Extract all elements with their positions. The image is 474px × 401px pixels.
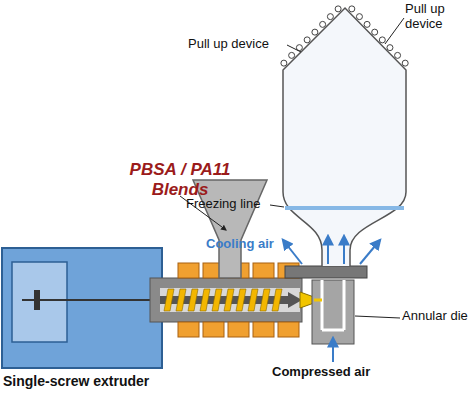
screw-flight: [236, 289, 246, 311]
flow-label: Compressed air: [272, 365, 392, 380]
part-label: Freezing line: [186, 197, 270, 212]
melt-path: [314, 299, 322, 302]
leader-line: [385, 18, 404, 44]
roller: [364, 21, 370, 27]
screw-flight: [176, 289, 186, 311]
roller: [281, 60, 287, 66]
roller: [312, 29, 318, 35]
roller: [372, 29, 378, 35]
cooling-air-arrow: [360, 240, 380, 264]
die-channel: [322, 280, 344, 330]
motor-box: [12, 262, 67, 342]
heater-band: [178, 322, 199, 337]
compressed-air-arrow: [332, 338, 334, 362]
screw-flight: [188, 289, 198, 311]
heater-band: [203, 322, 224, 337]
screw-flight: [260, 289, 270, 311]
screw-flight: [164, 289, 174, 311]
part-label: Pull up device: [188, 37, 288, 52]
part-label: Single-screw extruder: [3, 373, 193, 389]
leader-line: [270, 205, 284, 207]
annular-die: [312, 280, 354, 344]
roller: [402, 60, 408, 66]
cooling-air-arrow: [327, 236, 329, 264]
roller: [289, 52, 295, 58]
screw-flights: [164, 289, 282, 311]
pull-up-rollers: [281, 6, 408, 66]
heater-band: [253, 263, 274, 278]
heater-band: [278, 322, 299, 337]
part-label: Annular die: [402, 309, 470, 324]
roller: [387, 45, 393, 51]
screw-flight: [212, 289, 222, 311]
roller: [304, 37, 310, 43]
roller: [395, 52, 401, 58]
drive-shaft: [22, 299, 160, 301]
heater-band: [228, 322, 249, 337]
flow-label: Cooling air: [206, 237, 286, 252]
leader-line: [355, 316, 400, 318]
material-label: PBSA / PA11 Blends: [122, 160, 238, 199]
film-bubble: [283, 8, 406, 266]
screw-flight: [200, 289, 210, 311]
cooling-air-arrow: [343, 236, 345, 264]
roller: [356, 14, 362, 20]
roller: [349, 6, 355, 12]
air-ring: [285, 266, 367, 278]
extruder-housing: [2, 248, 162, 368]
heater-band: [253, 322, 274, 337]
shaft-coupling: [34, 290, 40, 310]
screw-flight: [272, 289, 282, 311]
barrel: [150, 278, 302, 322]
part-label: Pull up device: [405, 2, 467, 32]
heater-band: [178, 263, 199, 278]
cooling-air-arrow: [283, 240, 302, 264]
leader-line: [287, 45, 301, 52]
roller: [335, 6, 341, 12]
roller: [320, 21, 326, 27]
screw-flight: [224, 289, 234, 311]
screw-flight: [248, 289, 258, 311]
roller: [327, 14, 333, 20]
freezing-line: [285, 206, 404, 210]
barrel-bore: [160, 288, 300, 312]
roller: [379, 37, 385, 43]
